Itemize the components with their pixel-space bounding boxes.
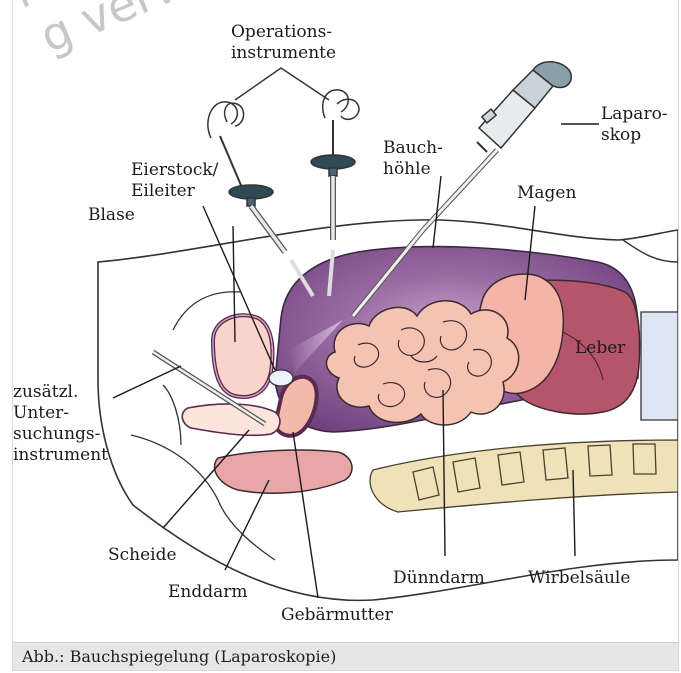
label-duenndarm: Dünndarm xyxy=(393,568,485,589)
figure-caption: Abb.: Bauchspiegelung (Laparoskopie) xyxy=(22,647,336,666)
label-bauchhoehle-line-2: höhle xyxy=(383,159,443,180)
label-leber: Leber xyxy=(575,338,625,359)
label-laparoskop-line-1: Laparo- xyxy=(601,104,668,125)
label-blase: Blase xyxy=(88,205,135,226)
ovary xyxy=(269,370,293,386)
label-untersuchungsinstrument-line-1: zusätzl. xyxy=(13,382,108,403)
label-eierstock-line-2: Eileiter xyxy=(131,181,218,202)
label-bauchhoehle: Bauch- höhle xyxy=(383,138,443,180)
label-gebaermutter: Gebärmutter xyxy=(281,605,393,626)
figure-caption-bar: Abb.: Bauchspiegelung (Laparoskopie) xyxy=(13,642,678,671)
label-wirbelsaeule: Wirbelsäule xyxy=(528,568,630,589)
label-scheide: Scheide xyxy=(108,545,177,566)
label-eierstock-line-1: Eierstock/ xyxy=(131,160,218,181)
back-wall xyxy=(641,312,678,420)
label-bauchhoehle-line-1: Bauch- xyxy=(383,138,443,159)
label-magen: Magen xyxy=(517,183,576,204)
label-laparoskop-line-2: skop xyxy=(601,125,668,146)
label-untersuchungsinstrument: zusätzl. Unter- suchungs- instrument xyxy=(13,382,108,466)
label-eierstock: Eierstock/ Eileiter xyxy=(131,160,218,202)
label-untersuchungsinstrument-line-4: instrument xyxy=(13,445,108,466)
label-enddarm: Enddarm xyxy=(168,582,248,603)
label-untersuchungsinstrument-line-2: Unter- xyxy=(13,403,108,424)
bladder xyxy=(213,315,272,397)
label-operationsinstrumente-line-1: Operations- xyxy=(231,22,336,43)
label-untersuchungsinstrument-line-3: suchungs- xyxy=(13,424,108,445)
figure-frame: n darf g verwend xyxy=(12,0,679,671)
label-operationsinstrumente: Operations- instrumente xyxy=(231,22,336,64)
label-operationsinstrumente-line-2: instrumente xyxy=(231,43,336,64)
label-laparoskop: Laparo- skop xyxy=(601,104,668,146)
